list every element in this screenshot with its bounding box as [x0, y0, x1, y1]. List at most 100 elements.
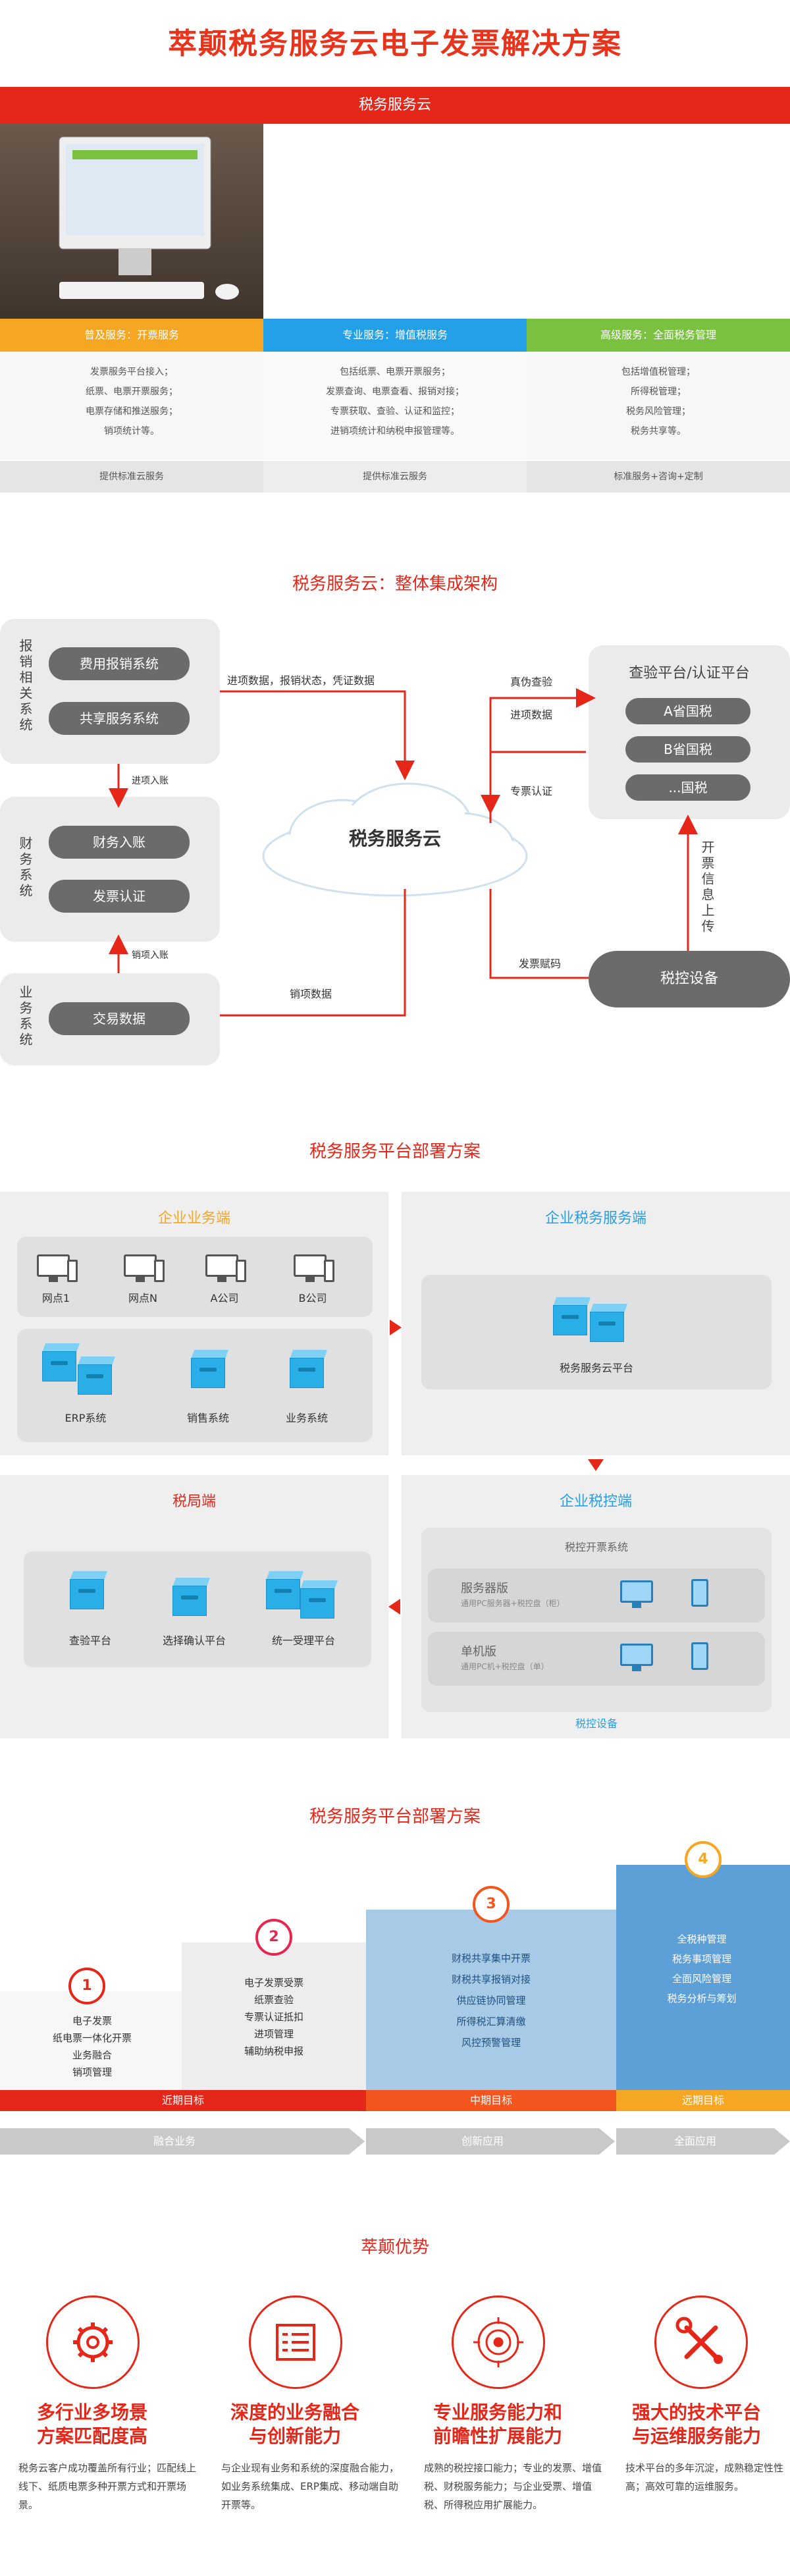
server-icon — [70, 1571, 108, 1609]
label-invoice-code: 发票赋码 — [519, 957, 562, 970]
system-label: 销售系统 — [186, 1412, 229, 1424]
tax-box-icon — [691, 1579, 708, 1607]
photo-desktop-computer — [0, 124, 263, 319]
arch-connectors — [109, 688, 698, 1017]
arrow-full: 全面应用 — [616, 2128, 790, 2155]
server-icon — [553, 1297, 591, 1335]
document-icon — [249, 2295, 342, 2389]
ent-tax-control-title: 企业税控端 — [559, 1493, 632, 1510]
group-reimbursement — [0, 619, 220, 764]
server-icon — [78, 1356, 116, 1395]
label-out-data: 销项数据 — [290, 988, 332, 1000]
server-version-sub: 通用PC服务器+税控盘（柜） — [461, 1599, 565, 1608]
computer-icon — [620, 1644, 660, 1673]
single-version-sub: 通用PC机+税控盘（单） — [461, 1662, 549, 1671]
adv2-title: 深度的业务融合与创新能力 — [230, 2402, 359, 2447]
arch-title: 税务服务云：整体集成架构 — [292, 574, 498, 594]
tax-bureau-title: 税局端 — [172, 1493, 216, 1510]
platform-a: A省国税 — [625, 698, 750, 724]
terminal-label: B公司 — [298, 1292, 327, 1304]
step1-number: 1 — [68, 1968, 105, 2004]
system-shared-service: 共享服务系统 — [49, 702, 190, 735]
arrow-merge: 融合业务 — [0, 2128, 365, 2155]
ent-tax-service-title: 企业税务服务端 — [544, 1210, 646, 1227]
deploy-title: 税务服务平台部署方案 — [309, 1142, 481, 1162]
step2-number: 2 — [255, 1919, 292, 1956]
tax-control-device: 税控设备 — [589, 951, 790, 1007]
tools-icon — [654, 2295, 748, 2389]
bureau-label: 查验平台 — [68, 1634, 111, 1647]
stage-mid: 中期目标 — [366, 2090, 616, 2111]
step4-number: 4 — [685, 1841, 722, 1878]
tier-basic: 普及服务：开票服务 — [0, 319, 263, 352]
arrow-right-icon — [390, 1320, 402, 1335]
transaction-data: 交易数据 — [49, 1002, 190, 1035]
group-finance-label: 财务系统 — [17, 836, 33, 899]
label-in-account: 进项入账 — [132, 776, 169, 786]
label-in-data: 进项数据，报销状态，凭证数据 — [227, 674, 375, 687]
server-icon — [300, 1580, 338, 1619]
tier-pro-desc: 包括纸票、电票开票服务；发票查询、电票查看、报销对接；专票获取、查验、认证和监控… — [263, 352, 527, 460]
server-icon — [42, 1343, 80, 1382]
tier-advanced: 高级服务：全面税务管理 — [527, 319, 790, 352]
tier-advanced-footer: 标准服务+咨询+定制 — [527, 461, 790, 493]
invoice-cert: 发票认证 — [49, 880, 190, 913]
step4-block — [616, 1865, 790, 2090]
arrow-innovate: 创新应用 — [366, 2128, 615, 2155]
tier-basic-footer: 提供标准云服务 — [0, 461, 263, 493]
group-finance — [0, 797, 220, 942]
control-system-label: 税控开票系统 — [564, 1541, 628, 1553]
computer-icon — [205, 1254, 246, 1283]
arrow-left-icon — [388, 1599, 400, 1615]
bureau-label: 统一受理平台 — [271, 1634, 335, 1647]
step1-block — [0, 1991, 182, 2090]
server-icon — [172, 1578, 211, 1616]
finance-entry: 财务入账 — [49, 826, 190, 859]
computer-icon — [620, 1580, 660, 1609]
server-icon — [191, 1350, 229, 1388]
step3-desc: 财税共享集中开票财税共享报销对接供应链协同管理所得税汇算清缴风控预警管理 — [451, 1952, 531, 2049]
server-icon — [590, 1304, 628, 1342]
adv4-title: 强大的技术平台与运维服务能力 — [631, 2402, 761, 2447]
adv1-desc: 税务云客户成功覆盖所有行业；匹配线上线下、纸质电票多种开票方式和开票场景。 — [18, 2462, 197, 2511]
adv3-title: 专业服务能力和前瞻性扩展能力 — [433, 2402, 562, 2447]
tier-advanced-desc: 包括增值税管理；所得税管理；税务风险管理；税务共享等。 — [527, 352, 790, 460]
group-business-label: 业务系统 — [17, 985, 33, 1048]
step1-desc: 电子发票纸电票一体化开票业务融合销项管理 — [52, 2015, 132, 2078]
bureau-label: 选择确认平台 — [162, 1634, 226, 1647]
system-label: ERP系统 — [65, 1412, 107, 1424]
step4-desc: 全税种管理税务事项管理全面风险管理税务分析与筹划 — [667, 1933, 737, 2004]
globe-icon — [452, 2295, 545, 2389]
computer-icon — [294, 1254, 334, 1283]
step3-number: 3 — [473, 1886, 510, 1923]
adv1-title: 多行业多场景方案匹配度高 — [36, 2402, 147, 2447]
server-icon — [266, 1571, 304, 1609]
device-label: 税控设备 — [575, 1717, 618, 1730]
label-special-cert: 专票认证 — [510, 785, 553, 797]
server-version-row — [428, 1569, 765, 1623]
ent-business-title: 企业业务端 — [157, 1210, 230, 1227]
step2-block — [182, 1943, 366, 2090]
step2-desc: 电子发票受票纸票查验专票认证抵扣进项管理辅助纳税申报 — [244, 1977, 303, 2057]
section-banner: 税务服务云 — [0, 87, 790, 124]
system-expense: 费用报销系统 — [49, 647, 190, 680]
platform-title: 查验平台/认证平台 — [629, 665, 750, 682]
server-version-label: 服务器版 — [461, 1582, 508, 1596]
label-out-account: 销项入账 — [132, 950, 169, 961]
gear-icon — [46, 2295, 140, 2389]
adv2-desc: 与企业现有业务和系统的深度融合能力，如业务系统集成、ERP集成、移动端自助开票等… — [221, 2462, 400, 2511]
step3-block — [366, 1910, 616, 2090]
stage-far: 远期目标 — [616, 2090, 790, 2111]
adv4-desc: 技术平台的多年沉淀，成熟稳定性性高；高效可靠的运维服务。 — [625, 2462, 784, 2492]
computer-icon — [37, 1254, 78, 1283]
single-version-label: 单机版 — [461, 1645, 496, 1659]
platform-more: ...国税 — [625, 774, 750, 801]
server-icon — [290, 1350, 328, 1388]
advantages-title: 萃颠优势 — [360, 2238, 429, 2257]
cloud-label: 税务服务云 — [348, 828, 441, 849]
arrow-down-icon — [588, 1459, 604, 1471]
terminal-label: 网点1 — [41, 1292, 70, 1304]
page-title: 萃颠税务服务云电子发票解决方案 — [168, 27, 622, 61]
single-version-row — [428, 1632, 765, 1686]
tier-basic-desc: 发票服务平台接入；纸票、电票开票服务；电票存储和推送服务；销项统计等。 — [0, 352, 263, 460]
